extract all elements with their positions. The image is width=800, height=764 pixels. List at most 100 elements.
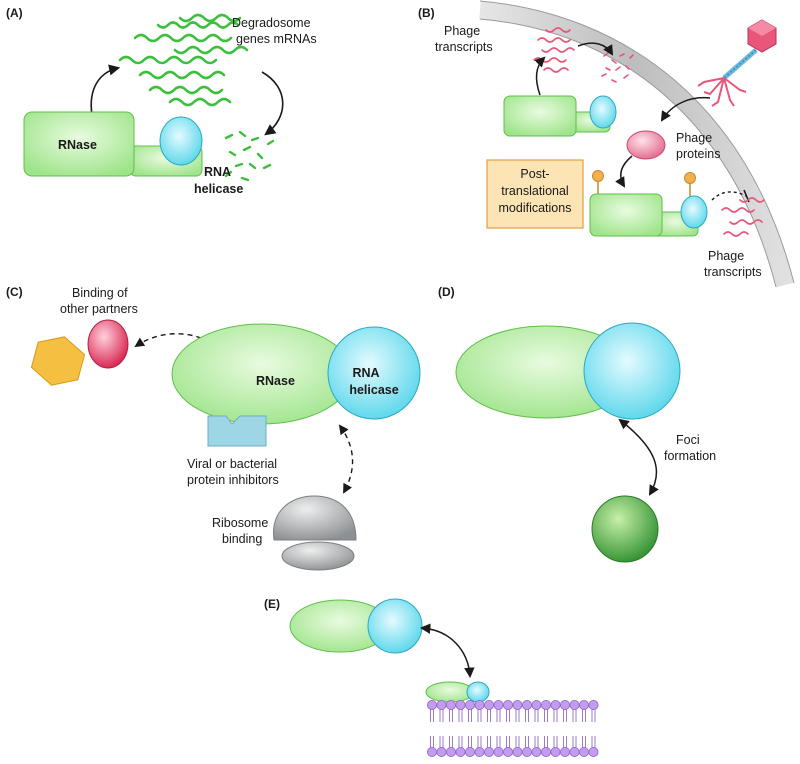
lipid-head	[455, 747, 466, 758]
partner-hexagon	[30, 336, 86, 386]
lipid-head	[426, 700, 437, 711]
ribosome-label-2: binding	[222, 532, 262, 546]
foci-label-2: formation	[664, 449, 716, 463]
lipid-head	[445, 700, 456, 711]
arrow-to-mrnas	[90, 64, 121, 116]
lipid-head	[588, 747, 599, 758]
ribosome-icon	[273, 495, 357, 571]
b-rnase-box-bottom	[589, 193, 663, 237]
lipid-head	[455, 700, 466, 711]
arrow-proteins-to-ptm	[615, 155, 633, 188]
d-helicase-circle	[583, 322, 681, 420]
panel-d-label: (D)	[438, 285, 455, 299]
rna-helicase-label-1: RNA	[204, 165, 231, 179]
lipid-head	[502, 747, 513, 758]
b-rnase-box-top	[503, 95, 577, 137]
lipid-head	[436, 747, 447, 758]
lipid-head	[560, 700, 571, 711]
phage-icon	[697, 19, 777, 107]
lipid-head	[550, 747, 561, 758]
ptm-lollipop-2	[684, 172, 696, 184]
lipid-head	[474, 747, 485, 758]
panel-b-label: (B)	[418, 6, 435, 20]
c-helicase-label-2: helicase	[349, 383, 398, 397]
partners-label-2: other partners	[60, 302, 138, 316]
lipid-head	[512, 747, 523, 758]
panel-a-label: (A)	[6, 6, 23, 20]
phage-transcripts-bottom-label-1: Phage	[708, 249, 744, 263]
arrow-ribosome-binding	[338, 424, 354, 494]
lipid-head	[550, 700, 561, 711]
lipid-head	[493, 747, 504, 758]
lipid-head	[474, 700, 485, 711]
panel-c-label: (C)	[6, 285, 23, 299]
arrow-phage-to-proteins	[660, 96, 711, 122]
ribosome-label-1: Ribosome	[212, 516, 268, 530]
rnase-label: RNase	[58, 138, 97, 152]
phage-proteins-label-2: proteins	[676, 147, 720, 161]
panel-b: (B) Phage transcripts	[418, 0, 795, 288]
lipid-head	[493, 700, 504, 711]
inhibitors-label-2: protein inhibitors	[187, 473, 279, 487]
e-helicase-membrane	[466, 681, 490, 703]
c-helicase-label-1: RNA	[352, 366, 379, 380]
phage-transcripts-bottom	[721, 197, 765, 237]
ptm-label-3: modifications	[499, 201, 572, 215]
rna-helicase-circle	[159, 116, 203, 166]
cell-wall	[479, 1, 794, 288]
arrow-to-degradation	[261, 71, 284, 136]
partners-label-1: Binding of	[72, 286, 128, 300]
inhibitor-shape	[207, 415, 267, 447]
e-helicase-circle	[367, 598, 423, 654]
inhibitors-label-1: Viral or bacterial	[187, 457, 277, 471]
lipid-head	[569, 747, 580, 758]
lipid-head	[560, 747, 571, 758]
partner-red-ellipse	[87, 319, 129, 369]
ptm-label-2: translational	[501, 184, 568, 198]
b-helicase-top	[589, 95, 617, 129]
ptm-box	[486, 159, 584, 229]
panel-e-label: (E)	[264, 597, 280, 611]
lipid-head	[512, 700, 523, 711]
phage-transcripts-top-label-2: transcripts	[435, 40, 493, 54]
degradosome-mrna-label-2: genes mRNAs	[236, 32, 317, 46]
panel-a: (A) Degradosome genes mRNAs RNase	[6, 6, 317, 196]
degradosome-mrna-label-1: Degradosome	[232, 16, 311, 30]
phage-protein-ellipse	[626, 130, 666, 160]
lipid-head	[522, 747, 533, 758]
rna-helicase-label-2: helicase	[194, 182, 243, 196]
rnase-box	[23, 111, 135, 177]
lipid-head	[483, 747, 494, 758]
phage-proteins-label-1: Phage	[676, 131, 712, 145]
lipid-head	[464, 700, 475, 711]
arrow-transcripts-degrade	[577, 42, 614, 56]
lipid-head	[541, 747, 552, 758]
lipid-head	[579, 700, 590, 711]
arrow-foci	[618, 418, 659, 496]
ptm-lollipop-1	[592, 170, 604, 182]
degradosome-mrnas	[118, 13, 249, 107]
lipid-head	[436, 700, 447, 711]
foci-label-1: Foci	[676, 433, 700, 447]
lipid-head	[531, 747, 542, 758]
phage-transcripts-bottom-label-2: transcripts	[704, 265, 762, 279]
lipid-head	[426, 747, 437, 758]
panel-d: (D) Foci formation	[438, 285, 716, 563]
c-rnase-label: RNase	[256, 374, 295, 388]
ptm-label-1: Post-	[520, 167, 549, 181]
b-helicase-bottom	[680, 195, 708, 229]
lipid-bilayer	[426, 700, 599, 758]
lipid-head	[588, 700, 599, 711]
lipid-head	[483, 700, 494, 711]
lipid-head	[502, 700, 513, 711]
lipid-head	[464, 747, 475, 758]
arrow-membrane	[419, 623, 475, 679]
phage-transcripts-top-label-1: Phage	[444, 24, 480, 38]
lipid-head	[531, 700, 542, 711]
degraded-fragments	[224, 130, 275, 182]
panel-e: (E)	[264, 597, 599, 758]
lipid-head	[445, 747, 456, 758]
foci-sphere	[591, 495, 659, 563]
lipid-head	[569, 700, 580, 711]
